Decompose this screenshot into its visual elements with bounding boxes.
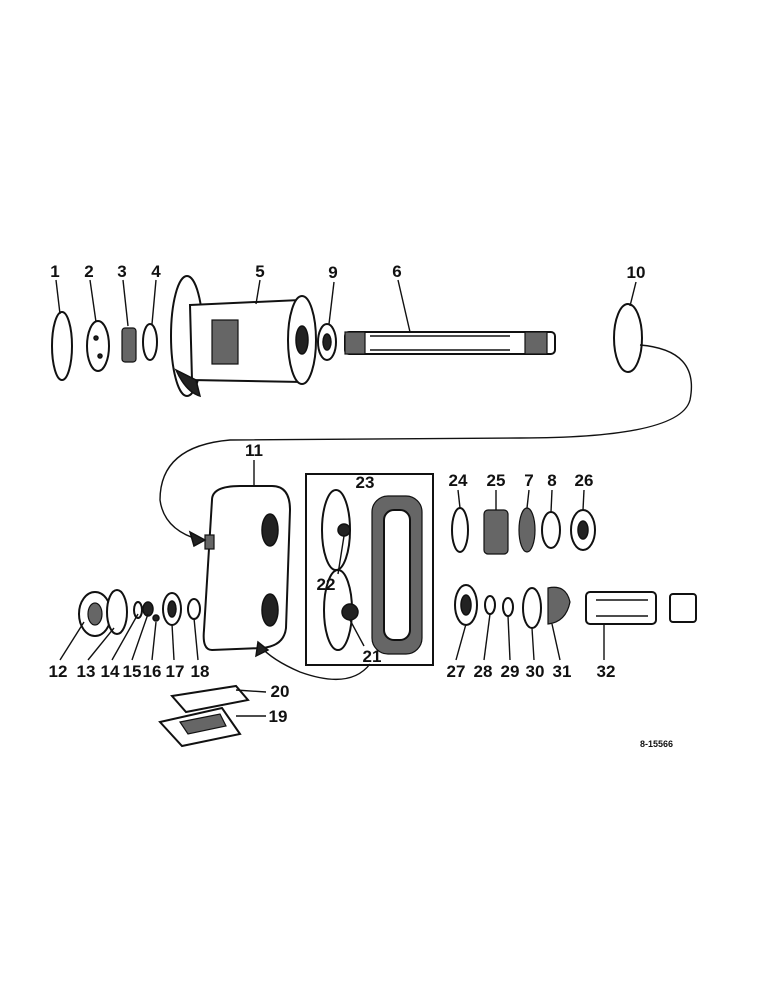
callout-18: 18 [191,662,210,681]
part-2-retainer [86,320,110,372]
part-11-chain-case [202,485,292,652]
callout-29: 29 [501,662,520,681]
callout-6: 6 [392,262,401,281]
part-10-snap-ring [613,303,643,373]
part-17-bearing [162,592,182,626]
part-14-washer [133,601,143,619]
part-28-washer [484,595,496,615]
part-32-output-shaft [585,591,697,625]
callout-26: 26 [575,471,594,490]
callout-10: 10 [627,263,646,282]
callout-32: 32 [597,662,616,681]
part-16-pin [152,614,160,622]
part-6-shaft [344,331,556,355]
part-5-housing [170,275,317,398]
part-4-washer [142,323,158,361]
callout-17: 17 [166,662,185,681]
callout-2: 2 [84,262,93,281]
callout-7: 7 [524,471,533,490]
part-31-yoke [547,586,571,625]
callout-3: 3 [117,262,126,281]
part-30-seal [522,587,542,629]
part-25-clutch [483,509,509,555]
part-21-sprocket-lower [323,569,359,651]
callout-14: 14 [101,662,120,681]
assembly-arrow-upper-head [188,530,207,548]
callout-5: 5 [255,262,264,281]
callout-15: 15 [123,662,142,681]
part-27-bearing [454,584,478,626]
callout-22: 22 [317,575,336,594]
callout-24: 24 [449,471,468,490]
assembly-arrow-lower-head [255,640,270,658]
leader-lines [55,279,637,717]
part-8-collar [541,511,561,549]
part-7-gear [518,507,536,553]
callout-19: 19 [269,707,288,726]
part-22-sprocket-upper [321,489,351,571]
assembly-arrow-upper [159,344,692,541]
callout-labels: 1 2 3 4 5 9 6 10 11 23 24 25 7 8 26 22 2… [49,262,646,726]
callout-20: 20 [271,682,290,701]
part-13-gasket [106,589,128,635]
assembly-arrow-lower [259,645,371,681]
callout-4: 4 [151,262,161,281]
part-29-washer [502,597,514,617]
part-18-washer [187,598,201,620]
part-15-nut [142,601,154,617]
part-24-snap-ring [451,507,469,553]
callout-27: 27 [447,662,466,681]
callout-31: 31 [553,662,572,681]
part-9-bearing [317,323,337,361]
part-26-bearing [570,509,596,551]
part-1-snap-ring [51,311,73,381]
figure-reference-number: 8-15566 [640,739,673,749]
callout-23: 23 [356,473,375,492]
callout-16: 16 [143,662,162,681]
callout-12: 12 [49,662,68,681]
callout-9: 9 [328,263,337,282]
part-3-nut [121,327,137,363]
callout-25: 25 [487,471,506,490]
callout-11: 11 [245,441,263,460]
part-20-gasket [170,684,250,714]
callout-8: 8 [547,471,556,490]
callout-1: 1 [50,262,59,281]
part-23-chain [371,495,423,655]
part-19-cover-plate [158,706,242,748]
callout-30: 30 [526,662,545,681]
callout-13: 13 [77,662,96,681]
callout-28: 28 [474,662,493,681]
callout-21: 21 [363,647,382,666]
